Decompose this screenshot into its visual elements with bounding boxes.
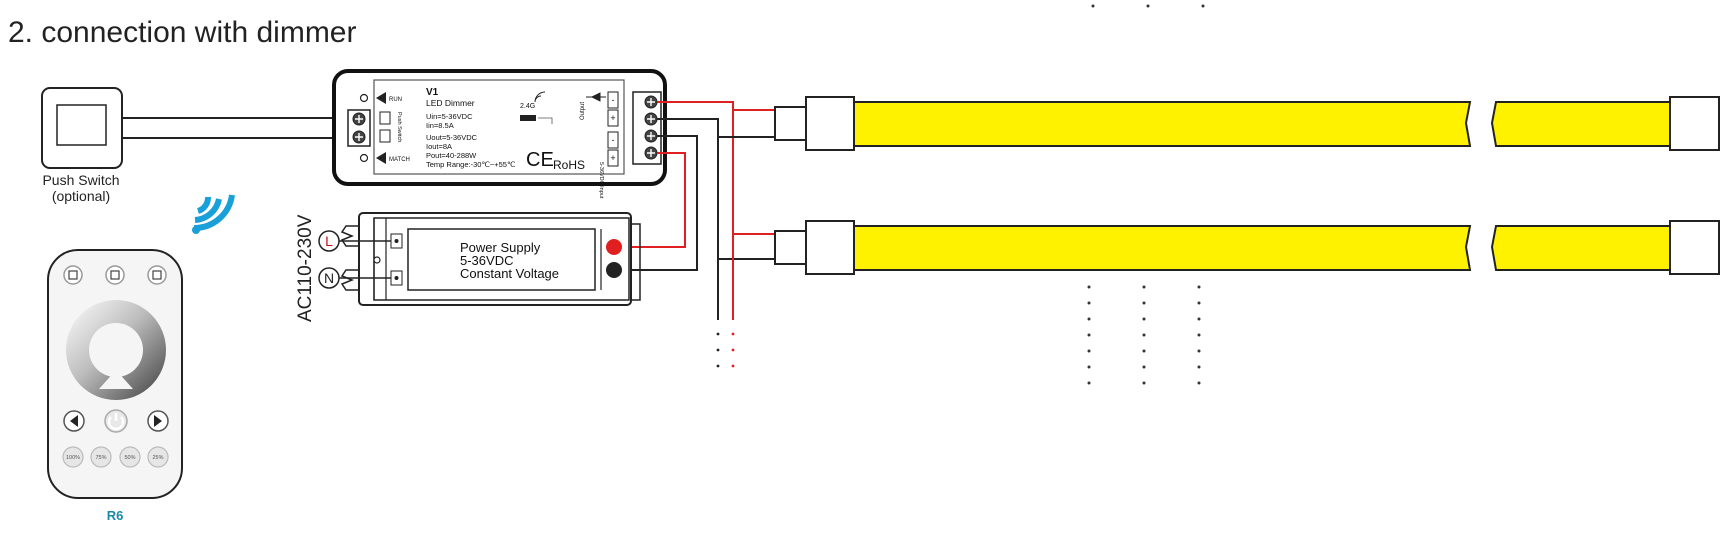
power-supply-line3: Constant Voltage: [460, 266, 559, 281]
push-switch-label: Push Switch: [42, 172, 119, 188]
dimmer-model: V1: [426, 87, 439, 98]
led-strip-1: [774, 96, 1720, 151]
ac-terminals: [318, 230, 391, 289]
output-wires: [613, 101, 775, 320]
dimmer-spec-uout: Uout=5-36VDC: [426, 133, 478, 142]
dimmer-spec-iin: Iin=8.5A: [426, 121, 454, 130]
power-supply: [340, 212, 641, 306]
dimmer-spec-uin: Uin=5-36VDC: [426, 112, 473, 121]
push-switch: [41, 87, 123, 169]
dimmer-spec-pout: Pout=40-288W: [426, 151, 477, 160]
power-supply-line1: Power Supply: [460, 240, 541, 255]
ac-input-label: AC110-230V: [295, 214, 316, 322]
wireless-signal-icon: [192, 194, 235, 234]
dimmer-spec-temp: Temp Range:-30℃~+55℃: [426, 160, 516, 169]
terminal-n-label: N: [324, 270, 334, 286]
push-switch-optional-label: (optional): [52, 188, 110, 204]
dimmer-rf-label: 2.4G: [520, 103, 535, 110]
remote-button-100: 100%: [66, 455, 80, 461]
remote-button-25: 25%: [152, 455, 163, 461]
remote-button-75: 75%: [95, 455, 106, 461]
dimmer-push-label: Push Switch: [396, 112, 402, 142]
dimmer-pin-minus-2: -: [612, 135, 615, 145]
wire-continuation-dots: [716, 332, 735, 368]
ce-mark: CE: [526, 149, 554, 171]
dimmer-name: LED Dimmer: [426, 98, 475, 108]
dimmer-match-label: MATCH: [389, 157, 410, 163]
zone-buttons: [63, 265, 167, 285]
dimmer-input-label: 5-36VDC Input: [598, 162, 604, 199]
dimmer-spec-iout: Iout=8A: [426, 142, 452, 151]
dimmer-pin-plus-2: +: [610, 153, 615, 163]
dimmer-run-label: RUN: [389, 97, 402, 103]
switch-wires: [122, 117, 352, 139]
power-supply-line2: 5-36VDC: [460, 253, 513, 268]
page-title: 2. connection with dimmer: [8, 16, 357, 49]
remote-model-label: R6: [107, 508, 124, 523]
led-strip-2: [774, 220, 1720, 275]
led-dimmer: [332, 69, 667, 186]
dimmer-pin-minus-1: -: [612, 95, 615, 105]
dimmer-pin-plus-1: +: [610, 113, 615, 123]
remote-r6: [47, 249, 183, 499]
rohs-mark: RoHS: [553, 158, 585, 172]
dimmer-output-label: Output: [580, 102, 586, 120]
terminal-l-label: L: [325, 233, 333, 249]
remote-button-50: 50%: [124, 455, 135, 461]
strip-continuation-dots: [1087, 285, 1201, 385]
top-dots: [1091, 4, 1205, 8]
